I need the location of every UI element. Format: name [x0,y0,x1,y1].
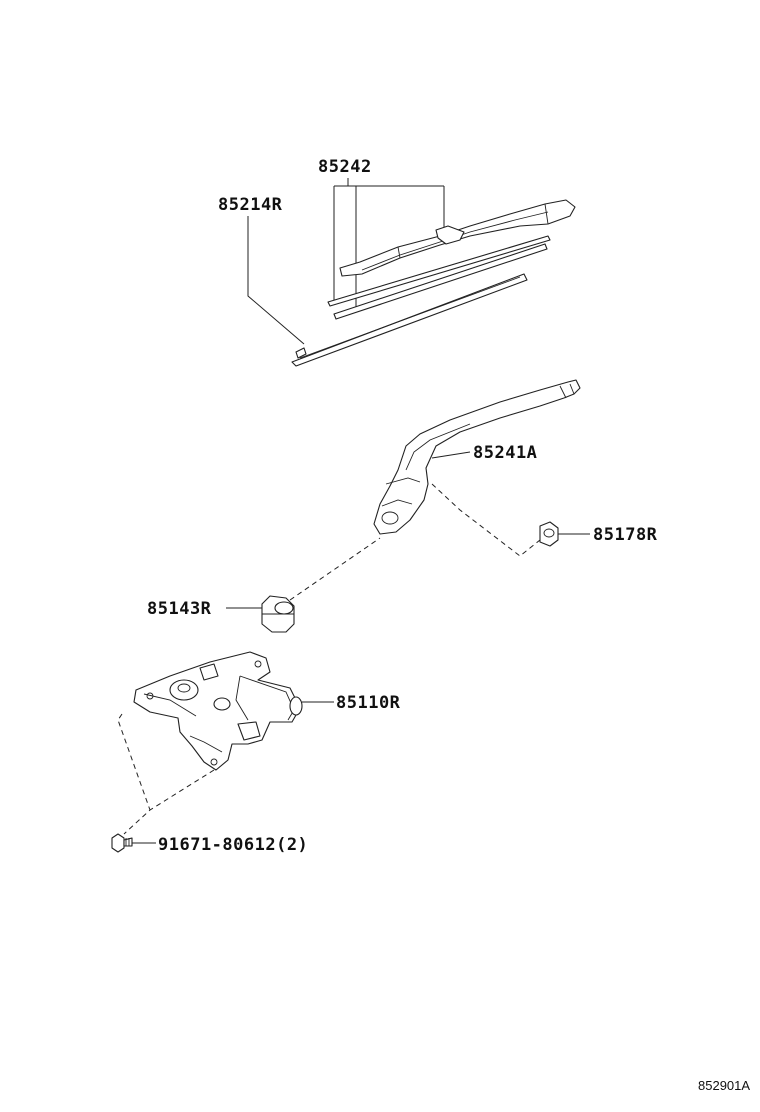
dash-arm-to-nut [431,483,541,557]
label-85143R[interactable]: 85143R [147,599,212,619]
wiper-blade-frame [339,199,576,277]
cap-85143R [261,595,295,633]
leader-85214R [247,216,305,345]
label-91671-80612[interactable]: 91671-80612(2) [158,835,308,855]
label-85214R[interactable]: 85214R [218,195,283,215]
dash-arm-to-cap [289,537,381,601]
dash-bolt-left [117,713,151,835]
bolt-91671-80612 [111,833,133,853]
figure-reference: 852901A [698,1078,750,1093]
dash-bolt-right [149,769,215,811]
label-85178R[interactable]: 85178R [593,525,658,545]
leader-85241A [431,451,471,459]
motor-85110R [133,651,303,771]
label-85110R[interactable]: 85110R [336,693,401,713]
leader-85242 [333,178,445,307]
wiper-blade-85214R [291,273,528,367]
wiper-arm-85241A [373,379,581,535]
wiper-refill-85242 [327,235,551,320]
label-85241A[interactable]: 85241A [473,443,537,463]
nut-85178R [539,521,559,547]
label-85242[interactable]: 85242 [318,157,372,177]
